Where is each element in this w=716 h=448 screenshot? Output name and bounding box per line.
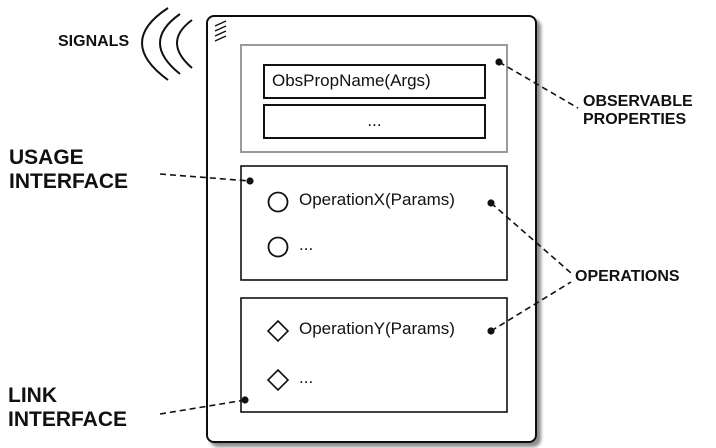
observable-properties-leader xyxy=(498,61,579,109)
manual-icon xyxy=(214,20,227,42)
link-interface-label-line2: INTERFACE xyxy=(8,407,128,431)
link-interface-panel xyxy=(240,297,508,413)
link-operation-more: ... xyxy=(299,368,314,387)
operations-leader-x xyxy=(490,202,572,274)
usage-interface-anchor-dot xyxy=(246,177,254,185)
operation-circle-icon xyxy=(267,191,289,213)
operation-x-anchor-dot xyxy=(487,199,495,207)
operation-diamond-icon xyxy=(266,368,290,392)
operations-leader-y xyxy=(490,281,572,332)
usage-interface-leader xyxy=(159,173,251,182)
link-interface-leader xyxy=(159,399,246,415)
signal-waves-icon xyxy=(141,7,193,81)
observable-properties-label-line2: PROPERTIES xyxy=(583,110,687,128)
operations-label: OPERATIONS xyxy=(575,268,680,285)
observable-properties-label-line1: OBSERVABLE xyxy=(583,93,693,110)
operation-circle-icon xyxy=(267,236,289,258)
usage-operation-more: ... xyxy=(299,235,314,254)
link-interface-label: LINK INTERFACE xyxy=(8,384,127,431)
usage-interface-label: USAGE INTERFACE xyxy=(9,146,128,193)
operation-y-anchor-dot xyxy=(487,327,495,335)
usage-interface-panel xyxy=(240,165,508,281)
operation-diamond-icon xyxy=(266,319,290,343)
observable-property-more: ... xyxy=(263,104,486,139)
signals-label: SIGNALS xyxy=(58,33,130,50)
link-interface-anchor-dot xyxy=(241,396,249,404)
observable-properties-label: OBSERVABLE PROPERTIES xyxy=(583,93,693,129)
operation-y-label: OperationY(Params) xyxy=(299,319,455,338)
observable-properties-anchor-dot xyxy=(495,58,503,66)
usage-interface-label-line1: USAGE xyxy=(9,146,84,169)
operation-x-label: OperationX(Params) xyxy=(299,190,455,209)
observable-property-name: ObsPropName(Args) xyxy=(263,64,486,99)
usage-interface-label-line2: INTERFACE xyxy=(9,169,129,193)
link-interface-label-line1: LINK xyxy=(8,384,57,407)
